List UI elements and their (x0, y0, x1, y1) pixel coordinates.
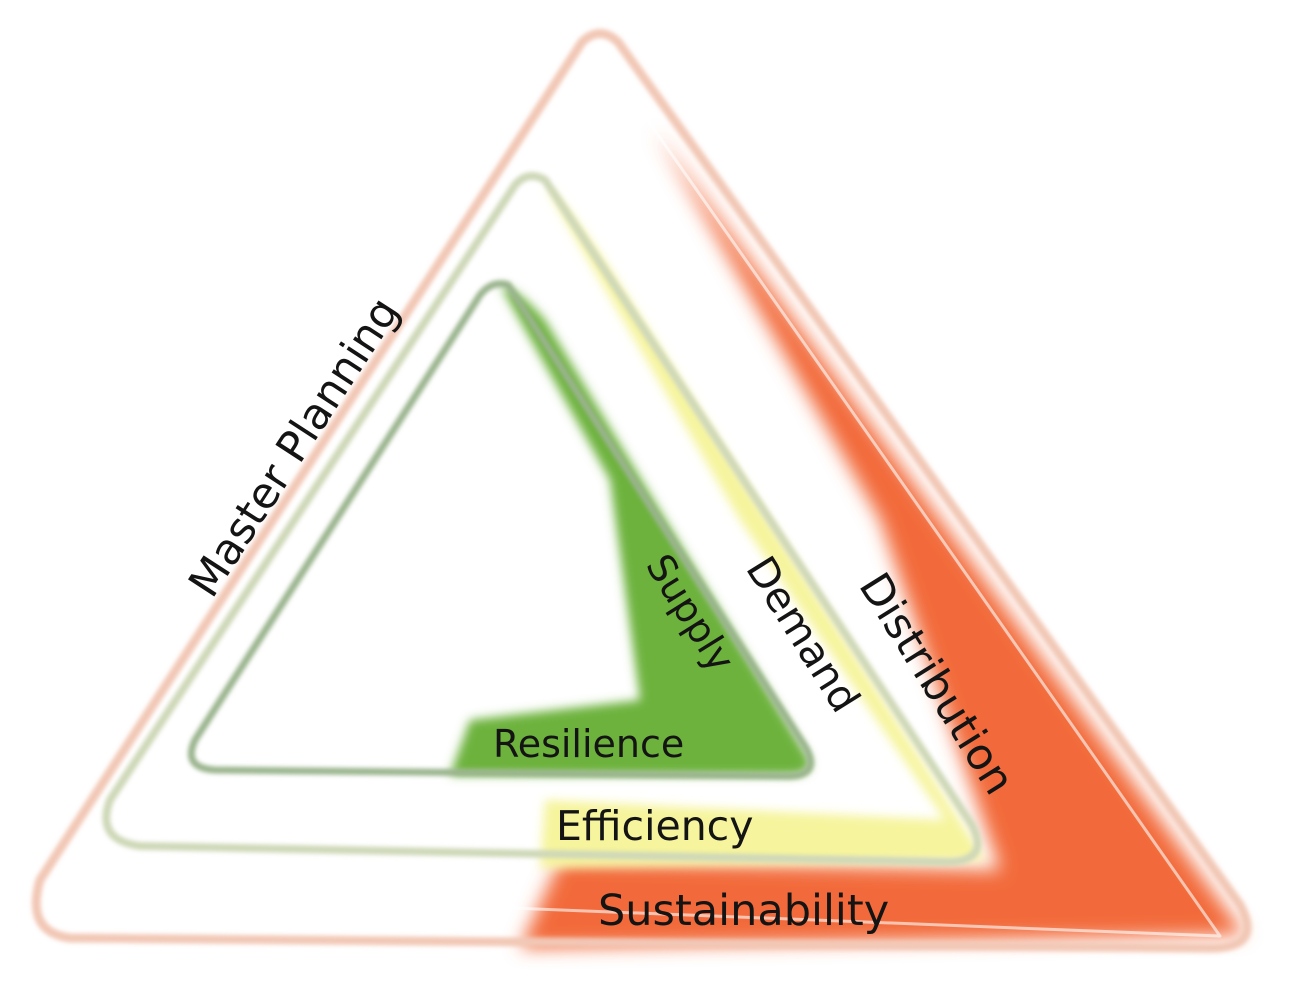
outer-outline (31, 29, 1252, 953)
middle-band (540, 185, 985, 868)
inner-layer (187, 280, 814, 780)
middle-layer (102, 172, 985, 868)
label-master-planning: Master Planning (179, 289, 409, 606)
outer-band (520, 130, 1245, 948)
inner-outline (187, 280, 814, 780)
inner-band (450, 285, 811, 775)
label-resilience: Resilience (493, 722, 684, 766)
label-sustainability: Sustainability (598, 886, 889, 936)
label-efficiency: Efficiency (556, 802, 754, 850)
middle-outline (102, 172, 982, 866)
